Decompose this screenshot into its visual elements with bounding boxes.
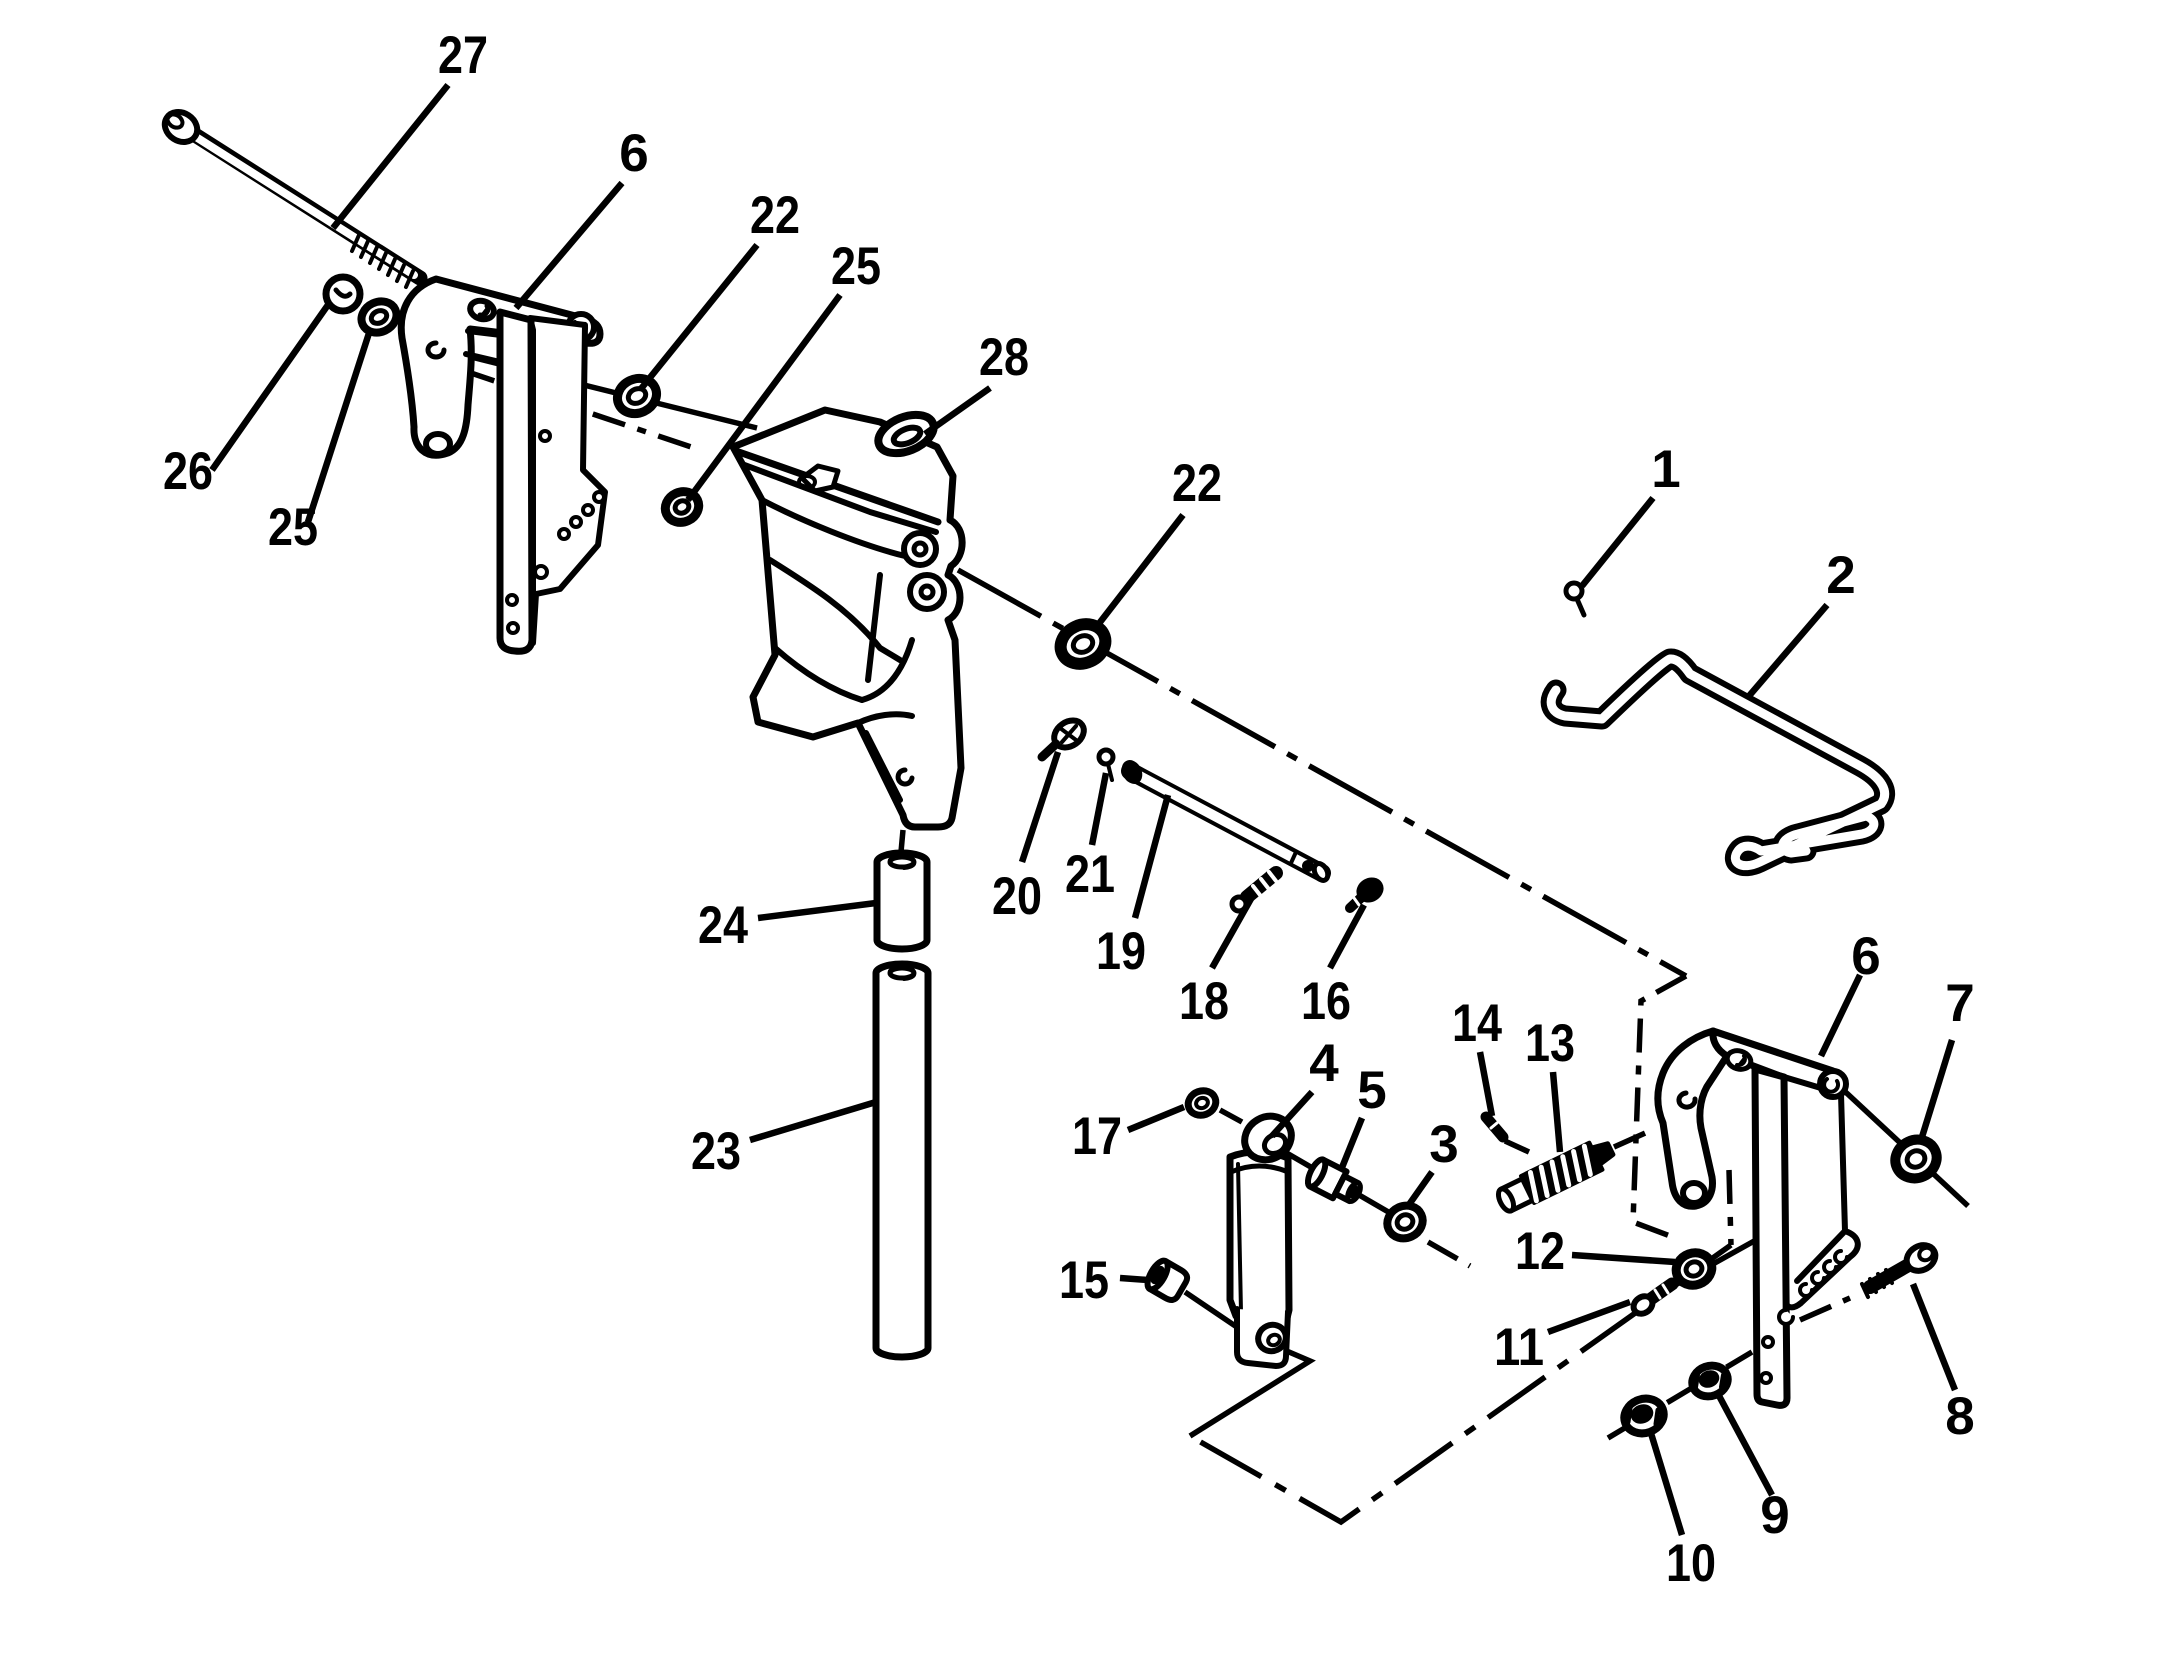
svg-text:16: 16 — [1301, 972, 1351, 1031]
svg-text:9: 9 — [1760, 1486, 1789, 1545]
svg-text:22: 22 — [750, 186, 800, 245]
svg-text:4: 4 — [1309, 1034, 1339, 1093]
svg-text:6: 6 — [619, 124, 648, 183]
svg-text:3: 3 — [1429, 1115, 1458, 1174]
svg-text:23: 23 — [691, 1122, 741, 1181]
svg-text:10: 10 — [1666, 1534, 1716, 1593]
svg-text:19: 19 — [1096, 922, 1146, 981]
svg-text:12: 12 — [1515, 1222, 1565, 1281]
svg-text:25: 25 — [831, 237, 881, 296]
svg-text:8: 8 — [1945, 1387, 1974, 1446]
svg-text:24: 24 — [698, 896, 748, 955]
svg-text:2: 2 — [1826, 546, 1855, 605]
svg-text:14: 14 — [1452, 994, 1502, 1053]
svg-text:15: 15 — [1059, 1251, 1109, 1310]
svg-text:11: 11 — [1494, 1318, 1544, 1377]
svg-text:27: 27 — [438, 26, 488, 85]
svg-text:6: 6 — [1851, 927, 1880, 986]
svg-text:17: 17 — [1072, 1107, 1122, 1166]
svg-text:22: 22 — [1172, 454, 1222, 513]
svg-text:1: 1 — [1651, 440, 1680, 499]
svg-text:13: 13 — [1525, 1014, 1575, 1073]
svg-text:18: 18 — [1179, 972, 1229, 1031]
svg-text:28: 28 — [979, 328, 1029, 387]
svg-text:7: 7 — [1945, 974, 1974, 1033]
svg-text:5: 5 — [1357, 1061, 1386, 1120]
svg-text:21: 21 — [1065, 845, 1115, 904]
svg-text:26: 26 — [163, 442, 213, 501]
svg-text:25: 25 — [268, 498, 318, 557]
svg-text:20: 20 — [992, 867, 1042, 926]
